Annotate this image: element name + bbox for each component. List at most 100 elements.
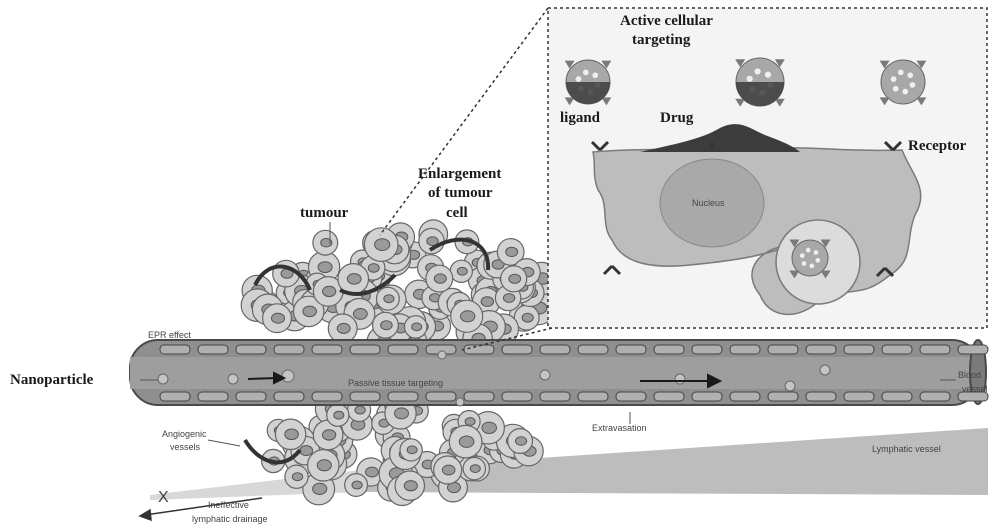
cell-nucleus	[303, 306, 317, 317]
cell-nucleus	[334, 411, 344, 419]
cell-nucleus	[322, 430, 335, 440]
cell-nucleus	[509, 274, 521, 283]
label-enlargement-3: cell	[446, 205, 468, 221]
endothelial-cell	[806, 345, 836, 354]
endothelial-cell	[312, 345, 342, 354]
endothelial-cell	[844, 392, 874, 401]
endothelial-cell	[578, 345, 608, 354]
label-enlargement-2: of tumour	[428, 185, 493, 201]
endothelial-cell	[274, 392, 304, 401]
cell-nucleus	[381, 321, 393, 330]
label-extravasation: Extravasation	[592, 423, 647, 433]
endothelial-cell	[616, 345, 646, 354]
endothelial-cell	[692, 392, 722, 401]
endothelial-cell	[198, 392, 228, 401]
endothelial-cell	[616, 392, 646, 401]
label-blood-vessel-1: Blood	[958, 370, 981, 380]
cell-nucleus	[404, 481, 417, 491]
endothelial-cell	[730, 345, 760, 354]
cell-nucleus	[323, 286, 336, 296]
label-ligand: ligand	[560, 110, 601, 126]
cell-nucleus	[337, 323, 350, 333]
endothelial-cell	[236, 392, 266, 401]
label-x-mark: X	[158, 489, 169, 506]
cell-nucleus	[313, 483, 327, 494]
label-passive-tissue-targeting: Passive tissue targeting	[348, 378, 443, 388]
cell-nucleus	[317, 460, 331, 471]
enlargement-inset	[548, 8, 987, 328]
cell-nucleus	[366, 467, 379, 477]
label-enlargement-1: Enlargement	[418, 166, 501, 182]
endothelial-cell	[540, 345, 570, 354]
cell-nucleus	[465, 418, 475, 426]
cell-nucleus	[300, 446, 313, 456]
cell-nucleus	[292, 473, 302, 481]
cell-nucleus	[384, 295, 394, 303]
label-ineffective-1: Ineffective	[208, 500, 249, 510]
endothelial-cell	[844, 345, 874, 354]
endothelial-cell	[768, 345, 798, 354]
endothelial-cell	[882, 345, 912, 354]
endothelial-cell	[388, 392, 418, 401]
cell-nucleus	[395, 408, 409, 419]
label-epr-effect: EPR effect	[148, 330, 191, 340]
endothelial-cell	[198, 345, 228, 354]
cell-nucleus	[272, 313, 285, 323]
endothelial-cell	[578, 392, 608, 401]
cell-nucleus	[368, 264, 379, 273]
endothelial-cell	[654, 392, 684, 401]
cell-nucleus	[354, 309, 368, 320]
cell-nucleus	[522, 313, 533, 322]
cell-nucleus	[375, 239, 390, 251]
endothelial-cell	[312, 392, 342, 401]
label-drug: Drug	[660, 110, 694, 126]
endothelial-cell	[920, 392, 950, 401]
cell-nucleus	[470, 465, 480, 473]
label-tumour: tumour	[300, 205, 349, 221]
label-receptor: Receptor	[908, 138, 967, 154]
endothelial-cell	[730, 392, 760, 401]
cell-nucleus	[459, 436, 474, 447]
endothelial-cell	[502, 392, 532, 401]
endothelial-cell	[236, 345, 266, 354]
endothelial-cell	[350, 392, 380, 401]
endothelial-cell	[274, 345, 304, 354]
cell-nucleus	[407, 446, 417, 454]
cell-nucleus	[516, 437, 527, 446]
endothelial-cell	[502, 345, 532, 354]
endothelial-cell	[540, 392, 570, 401]
cell-nucleus	[482, 422, 497, 433]
endothelial-cell	[692, 345, 722, 354]
endothelial-cell	[350, 345, 380, 354]
endothelial-cell	[160, 345, 190, 354]
label-blood-vessel-2: vessel	[962, 384, 988, 394]
endothelial-cell	[464, 392, 494, 401]
cell-nucleus	[457, 267, 467, 275]
endothelial-cell	[388, 345, 418, 354]
cell-nucleus	[481, 297, 493, 307]
label-nucleus: Nucleus	[692, 198, 725, 208]
blood-vessel	[130, 340, 988, 405]
label-active-cellular-targeting-2: targeting	[632, 32, 691, 48]
cell-nucleus	[503, 294, 514, 303]
cell-nucleus	[412, 323, 422, 331]
cell-nucleus	[506, 247, 518, 256]
cell-nucleus	[442, 465, 455, 475]
endothelial-cell	[768, 392, 798, 401]
cell-nucleus	[355, 406, 365, 414]
label-active-cellular-targeting-1: Active cellular	[620, 13, 713, 29]
cell-nucleus	[347, 274, 361, 285]
label-angiogenic-1: Angiogenic	[162, 429, 207, 439]
endothelial-cell	[920, 345, 950, 354]
endothelial-cell	[464, 345, 494, 354]
endothelial-cell	[654, 345, 684, 354]
endothelial-cell	[958, 345, 988, 354]
cell-nucleus	[434, 274, 446, 283]
endothelial-cell	[806, 392, 836, 401]
cell-nucleus	[285, 429, 299, 440]
endothelial-cell	[426, 392, 456, 401]
endothelial-cell	[882, 392, 912, 401]
cell-nucleus	[318, 262, 332, 273]
label-ineffective-2: lymphatic drainage	[192, 514, 268, 524]
